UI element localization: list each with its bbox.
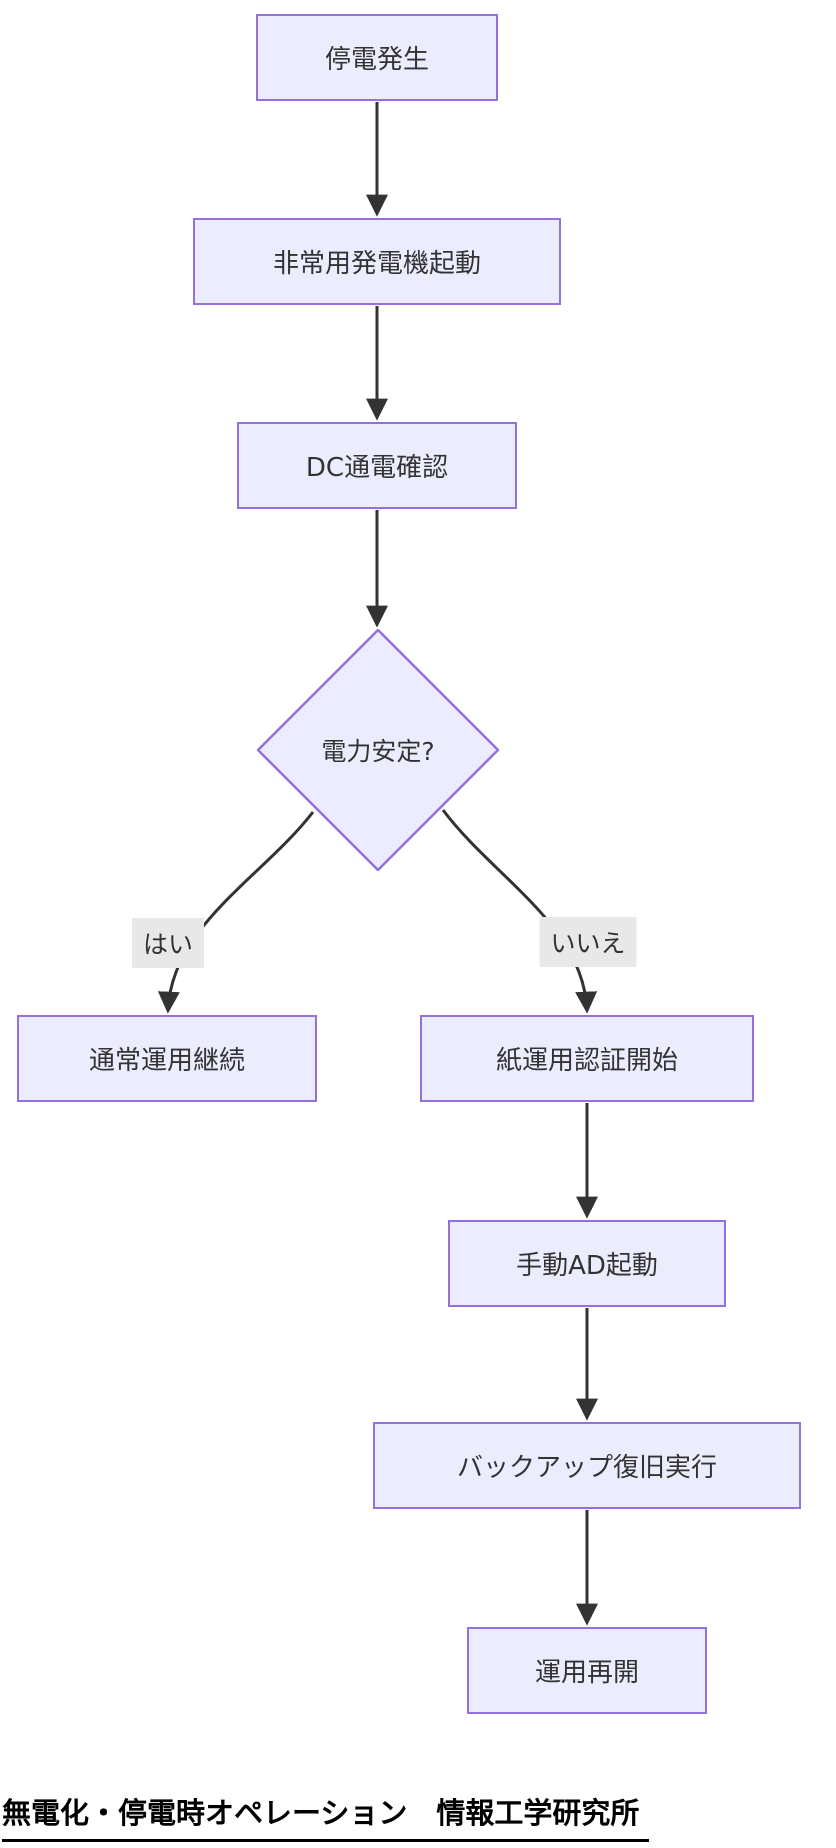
decision-power-stable-label: 電力安定? [321,737,435,766]
node-dc-power-check-label: DC通電確認 [305,453,449,483]
edge-antei-kami [441,809,598,1014]
node-dc-power-check: DC通電確認 [237,422,517,509]
diagram-footer: 無電化・停電時オペレーション 情報工学研究所 [2,1790,650,1842]
edge-label-no: いいえ [539,917,637,967]
diagram-title: 無電化・停電時オペレーション 情報工学研究所 [2,1790,650,1842]
node-paper-operation-auth-label: 紙運用認証開始 [495,1046,678,1076]
node-paper-operation-auth: 紙運用認証開始 [420,1015,754,1102]
decision-diamond-shape [257,629,499,871]
decision-power-stable: 電力安定? [257,629,499,871]
node-operation-resume: 運用再開 [467,1627,707,1714]
node-emergency-generator-label: 非常用発電機起動 [272,249,481,279]
node-manual-ad-start: 手動AD起動 [448,1220,726,1307]
node-emergency-generator: 非常用発電機起動 [193,218,561,305]
node-power-outage-label: 停電発生 [324,45,429,75]
node-backup-recovery: バックアップ復旧実行 [373,1422,801,1509]
node-normal-operation: 通常運用継続 [17,1015,317,1102]
node-backup-recovery-label: バックアップ復旧実行 [456,1453,717,1483]
node-power-outage: 停電発生 [256,14,498,101]
node-normal-operation-label: 通常運用継続 [88,1046,245,1076]
node-operation-resume-label: 運用再開 [534,1658,639,1688]
edge-antei-tsujou [157,811,315,1014]
node-manual-ad-start-label: 手動AD起動 [516,1251,658,1281]
edge-label-yes: はい [131,918,205,968]
